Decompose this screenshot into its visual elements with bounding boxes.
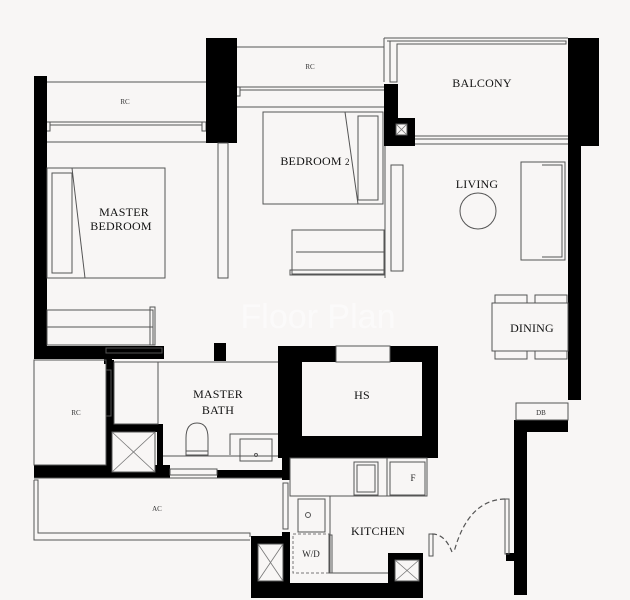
rc-label: RC <box>305 63 315 71</box>
db-box: DB <box>515 402 569 421</box>
rc-ledge-left: RC <box>33 359 112 466</box>
bedroom-2-label: BEDROOM 2 <box>280 154 349 168</box>
dining-table <box>491 302 569 352</box>
master-bath-label-line1: MASTER <box>193 387 243 401</box>
db-label: DB <box>536 409 546 417</box>
sofa <box>520 161 566 261</box>
master-bedroom-label-line2: BEDROOM <box>90 219 152 233</box>
walls <box>34 38 599 598</box>
bedroom-2: BEDROOM 2 <box>262 111 404 278</box>
fridge-label: F <box>410 473 415 483</box>
shaft-bottom-left <box>257 543 284 582</box>
rc-ledge-top-left: RC <box>45 81 207 143</box>
coffee-table <box>459 192 497 230</box>
master-bath-label-line2: BATH <box>202 403 234 417</box>
kitchen: F W/D KITCHEN <box>289 457 510 574</box>
basin-icon <box>239 438 273 462</box>
kitchen-label: KITCHEN <box>351 524 405 538</box>
shaft-bottom-kitchen <box>394 559 420 582</box>
master-bedroom-label-line1: MASTER <box>99 205 149 219</box>
stove-icon <box>353 461 379 496</box>
bedroom-2-wardrobe <box>289 229 385 276</box>
sink-icon <box>297 498 326 533</box>
toilet-icon <box>185 422 209 456</box>
master-wardrobe <box>46 306 163 354</box>
living-room: LIVING <box>456 161 566 261</box>
rc-ledge-top-middle: RC <box>235 46 384 108</box>
balcony-label: BALCONY <box>452 76 512 90</box>
entrance-door[interactable] <box>428 498 510 557</box>
watermark: Floor Plan <box>241 298 396 336</box>
fridge-icon <box>389 461 426 496</box>
dining-label: DINING <box>510 321 554 335</box>
rc-label: RC <box>120 98 130 106</box>
master-bath: MASTER BATH <box>113 361 278 476</box>
household-shelter: HS <box>335 345 391 402</box>
washer-dryer-label: W/D <box>302 549 320 559</box>
dining-area: DINING <box>491 294 569 360</box>
balcony: BALCONY <box>383 37 568 145</box>
rc-label: RC <box>71 409 81 417</box>
ac-ledge: AC <box>33 477 289 541</box>
shaft-bath <box>111 431 156 473</box>
ac-label: AC <box>152 505 162 513</box>
hs-label: HS <box>354 388 370 402</box>
master-bedroom: MASTER BEDROOM <box>46 142 229 354</box>
master-bed <box>46 167 166 279</box>
bedroom-2-bed <box>262 111 384 205</box>
living-label: LIVING <box>456 177 499 191</box>
